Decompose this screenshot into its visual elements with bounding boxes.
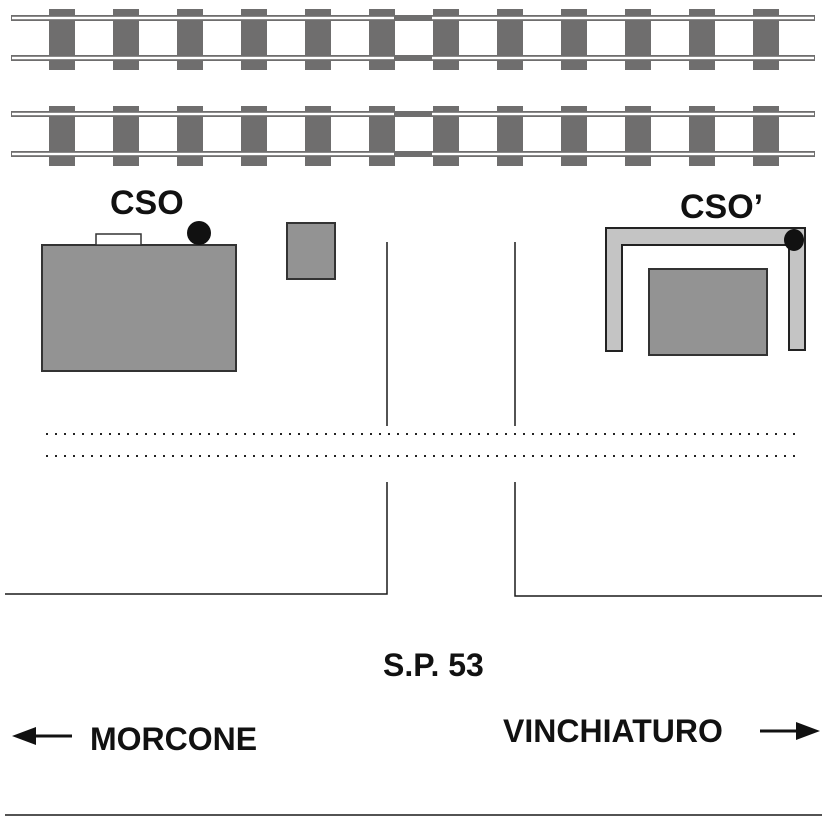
vinchiaturo-label: VINCHIATURO [503, 713, 723, 749]
track-2-rail-left [12, 152, 394, 156]
track-1-joint [394, 15, 432, 61]
track-2-rail-base [11, 151, 815, 157]
track-1-rail-right [432, 16, 814, 20]
track-2-joint [394, 111, 432, 157]
cso-roof-unit [95, 233, 142, 246]
cso-prime-building [648, 268, 768, 356]
arrow-right-icon [760, 722, 820, 740]
track-1-rail-left [12, 56, 394, 60]
track-1-rail-left [12, 16, 394, 20]
track-1-rail-right [432, 56, 814, 60]
track-1-rail-base [11, 55, 815, 61]
cso-marker-dot [187, 221, 211, 245]
track-2-rail-right [432, 112, 814, 116]
road-label: S.P. 53 [383, 647, 484, 683]
railway-tracks [11, 9, 815, 166]
track-1-rail-base [11, 15, 815, 21]
small-building [286, 222, 336, 280]
morcone-label: MORCONE [90, 721, 257, 757]
track-2-rail-base [11, 111, 815, 117]
track-2-rail-left [12, 112, 394, 116]
arrow-left-icon [12, 727, 72, 745]
road-edge-right-lower [514, 482, 822, 597]
cso-label: CSO [110, 184, 184, 222]
cso-building [41, 244, 237, 372]
track-2-rail-right [432, 152, 814, 156]
cso-prime-label: CSO’ [680, 188, 763, 226]
cso-prime-marker-dot [784, 229, 804, 251]
road-edge-left-lower [5, 482, 388, 595]
